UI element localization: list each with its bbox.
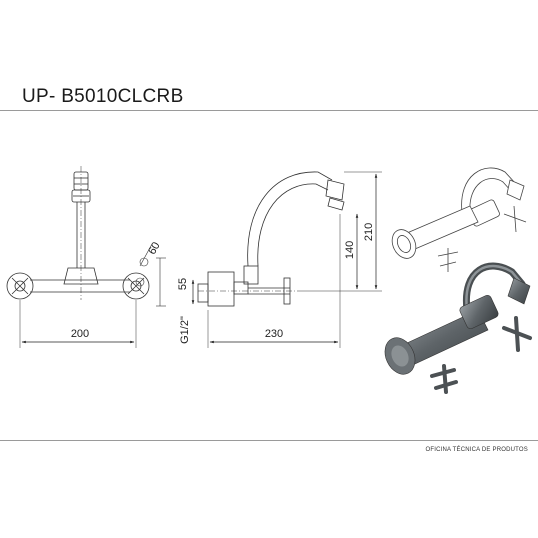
dim-spout-height: 140 (344, 241, 356, 259)
isometric-line-view (391, 167, 527, 272)
dim-front-width: 200 (71, 328, 89, 340)
dim-total-height: 210 (363, 223, 375, 241)
footer-office: OFICINA TÉCNICA DE PRODUTOS (425, 447, 528, 453)
dim-side-width: 230 (265, 328, 283, 340)
dim-angle-b: 55 (177, 278, 189, 290)
angle-callouts (135, 243, 166, 307)
front-view (6, 166, 150, 348)
dim-thread: G1/2" (179, 316, 191, 344)
header-divider (0, 110, 538, 111)
side-view (197, 171, 382, 348)
footer-divider (0, 440, 538, 441)
model-code: UP- B5010CLCRB (22, 86, 184, 107)
dim-angle-a: 60 (146, 240, 163, 257)
isometric-render (384, 262, 532, 394)
